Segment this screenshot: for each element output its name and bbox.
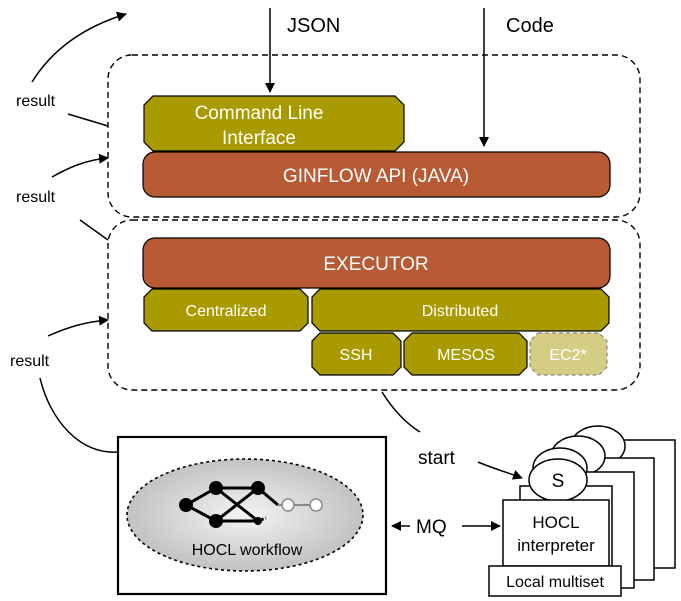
- json-label: JSON: [287, 15, 340, 37]
- start-connector: [381, 391, 421, 433]
- hocl-interpreter-box: [502, 499, 610, 567]
- result-label-3: result: [10, 353, 50, 370]
- result-connector-3: [39, 377, 119, 453]
- interpreter-label-line2: interpreter: [517, 536, 595, 555]
- api-layer-container: [107, 54, 641, 218]
- executor-box[interactable]: [142, 237, 611, 289]
- workflow-graph-icon: [179, 481, 323, 528]
- mesos-label: MESOS: [437, 347, 495, 364]
- result-label-1: result: [16, 93, 56, 110]
- result-arrow-3: [47, 315, 109, 337]
- start-arrow: [477, 461, 523, 480]
- workflow-ellipse: [126, 458, 364, 572]
- interpreter-label-line1: HOCL: [532, 513, 579, 532]
- ec2-box[interactable]: [529, 332, 608, 376]
- distributed-label: Distributed: [422, 303, 498, 320]
- ssh-box[interactable]: [311, 332, 402, 376]
- cli-box[interactable]: [143, 95, 405, 152]
- result-arrow-top: [31, 11, 127, 83]
- cli-label-line2: Interface: [222, 128, 296, 149]
- result-connector-1: [67, 113, 109, 127]
- mesos-box[interactable]: [403, 332, 528, 376]
- centralized-label: Centralized: [186, 303, 267, 320]
- result-label-2: result: [16, 189, 56, 206]
- ec2-label: EC2*: [549, 347, 586, 364]
- result-arrow-2: [51, 153, 109, 178]
- service-label: S: [552, 471, 565, 492]
- code-label: Code: [506, 15, 554, 37]
- result-connector-2: [79, 219, 109, 241]
- ssh-label: SSH: [340, 347, 373, 364]
- centralized-box[interactable]: [143, 288, 309, 332]
- workflow-label: HOCL workflow: [192, 542, 303, 559]
- start-label: start: [418, 448, 456, 469]
- executor-layer-container: [107, 219, 641, 391]
- ginflow-api-box[interactable]: [142, 151, 611, 198]
- ginflow-api-label: GINFLOW API (JAVA): [283, 166, 469, 187]
- cli-label-line1: Command Line: [195, 103, 324, 124]
- executor-label: EXECUTOR: [323, 254, 428, 275]
- local-multiset-label: Local multiset: [506, 574, 604, 591]
- mq-label: MQ: [416, 517, 447, 538]
- local-multiset-box: [488, 565, 622, 597]
- distributed-box[interactable]: [311, 288, 610, 332]
